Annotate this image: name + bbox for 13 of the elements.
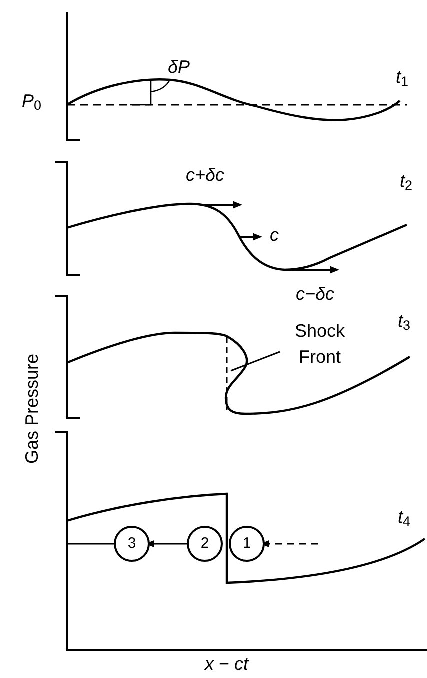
axis-label: c−δc [296, 285, 335, 303]
axis-label: P$_{0}$ [22, 92, 42, 110]
axis-label: c [270, 226, 279, 244]
axis-label: c+δc [186, 166, 225, 184]
annotation-label: Shock Front [280, 318, 360, 370]
axis-label: t$_{3}$ [398, 312, 411, 330]
axis-label: t$_{2}$ [400, 172, 413, 190]
axis-label: t$_{1}$ [396, 68, 409, 86]
axis-label: δP [168, 58, 190, 76]
leader-line [230, 351, 280, 372]
axis-label: t$_{4}$ [398, 508, 411, 526]
axis-title: Gas Pressure [23, 352, 41, 466]
axis-label: x − ct [205, 655, 249, 673]
